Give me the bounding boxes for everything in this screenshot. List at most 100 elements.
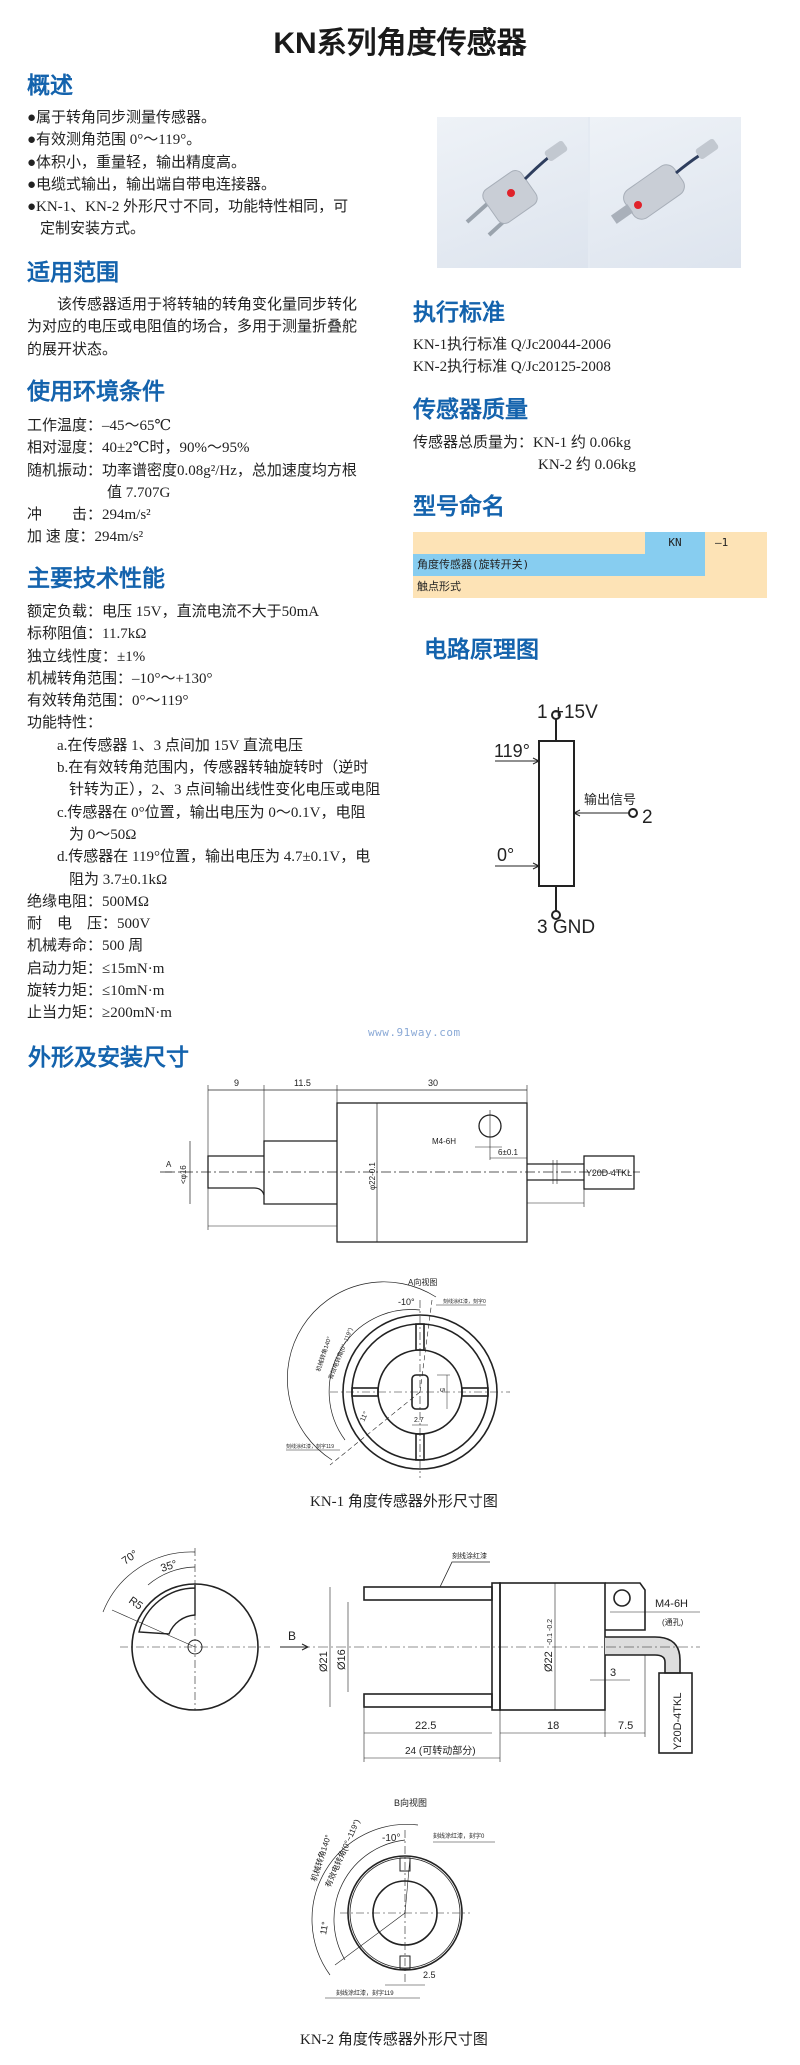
kn1-side-drawing (160, 1085, 640, 1243)
kn2-mark0: 刻线涂红漆，刻字0 (433, 1832, 485, 1840)
kn2-70deg: 70° (120, 1548, 141, 1567)
kn1-shaft-dia: <φ16 (179, 1165, 188, 1184)
overview-line: ●有效测角范围 0°～119°。 (27, 132, 202, 149)
kn2-d22: Ø22 (543, 1651, 555, 1672)
dimensions-heading: 外形及安装尺寸 (28, 1045, 189, 1070)
kn1-mark0: 刻线涂红漆，刻字0 (443, 1298, 486, 1305)
environment-line: 相对湿度：40±2℃时，90%～95% (27, 440, 250, 457)
environment-line: 工作温度：–45～65℃ (27, 418, 172, 434)
kn1-body-dia: φ22-0.1 (368, 1162, 377, 1190)
standard-heading: 执行标准 (413, 300, 505, 325)
kn1-mech-angle: 机械转角140° (314, 1335, 333, 1373)
dim-9: 9 (234, 1078, 239, 1088)
row-contact-form: 触点形式 (417, 580, 461, 593)
terminal-3 (551, 910, 561, 920)
mass-kn1: KN-1 约 0.06kg (533, 435, 631, 451)
kn1-slot-w: 2.7 (414, 1417, 424, 1424)
performance-line: 独立线性度：±1% (27, 648, 146, 665)
product-photo-kn2 (590, 117, 741, 268)
kn2-end-view (102, 1548, 270, 1711)
performance-heading: 主要技术性能 (27, 566, 165, 591)
naming-heading: 型号命名 (413, 494, 505, 519)
kn2-b-view (311, 1824, 495, 1999)
overview-line: 定制安装方式。 (40, 221, 146, 238)
kn2-r5: R5 (126, 1595, 144, 1613)
performance-line: 机械寿命：500 周 (27, 938, 144, 955)
performance-line: 为 0～50Ω (69, 826, 137, 843)
scope-heading: 适用范围 (27, 260, 119, 285)
kn2-dim-7-5: 7.5 (618, 1720, 633, 1732)
performance-line: 功能特性： (27, 715, 103, 732)
circuit-heading: 电路原理图 (424, 637, 539, 662)
kn2-dim-22-5: 22.5 (415, 1720, 436, 1732)
pin3-label: 3 GND (537, 917, 595, 938)
kn1-a-view (286, 1281, 510, 1478)
kn2-neg10-label: -10° (382, 1833, 400, 1844)
angle-max-label: 119° (494, 741, 530, 761)
performance-line: a.在传感器 1、3 点间加 15V 直流电压 (57, 737, 303, 754)
kn1-elec-angle: 有效电转角(0°~119°) (326, 1327, 354, 1381)
performance-line: 有效转角范围：0°～119° (27, 693, 189, 710)
output-signal-label: 输出信号 (584, 792, 636, 807)
performance-line: 额定负载：电压 15V，直流电流不大于50mA (27, 604, 320, 620)
overview-line: ●体积小，重量轻，输出精度高。 (27, 154, 247, 171)
kn1-mark119: 刻线涂红漆，刻字119 (286, 1443, 334, 1450)
kn1-caption: KN-1 角度传感器外形尺寸图 (310, 1494, 498, 1510)
performance-line: 针转为正），2、3 点间输出线性变化电压或电阻 (69, 782, 381, 799)
performance-line: 旋转力矩：≤10mN·m (27, 983, 165, 1000)
kn2-11deg: 11° (318, 1920, 330, 1935)
environment-line: 随机振动：功率谱密度0.08g²/Hz，总加速度均方根 (27, 462, 357, 479)
model-naming-table: KN –1 角度传感器(旋转开关) 触点形式 (413, 532, 767, 598)
mass-kn2: KN-2 约 0.06kg (538, 457, 636, 474)
dim-11-5: 11.5 (294, 1078, 311, 1088)
standard-line: KN-1执行标准 Q/Jc20044-2006 (413, 337, 611, 353)
kn2-mark119: 刻线涂红漆，刻字119 (336, 1989, 394, 1997)
performance-line: 标称阻值：11.7kΩ (27, 626, 147, 643)
kn2-elec-angle: 有效电转角(0°~119°) (323, 1817, 362, 1889)
pin2-label: 2 (642, 807, 653, 828)
page-title: KN系列角度传感器 (273, 27, 527, 60)
kn2-caption: KN-2 角度传感器外形尺寸图 (300, 2032, 488, 2048)
performance-line: c.传感器在 0°位置，输出电压为 0～0.1V，电阻 (57, 804, 366, 821)
code-suffix: –1 (715, 536, 729, 549)
kn2-dim-3: 3 (610, 1667, 616, 1679)
scope-line: 的展开状态。 (27, 341, 118, 358)
kn2-d21: Ø21 (318, 1651, 330, 1672)
resistor-body (538, 740, 575, 887)
circuit-diagram (495, 710, 638, 920)
kn2-dim-24: 24 (可转动部分) (405, 1744, 476, 1757)
product-photo-kn1 (437, 117, 588, 268)
kn1-neg10-label: -10° (398, 1297, 415, 1307)
overview-list: ●属于转角同步测量传感器。 ●有效测角范围 0°～119°。 ●体积小，重量轻，… (27, 107, 348, 241)
b-view-title: B向视图 (394, 1797, 427, 1808)
environment-heading: 使用环境条件 (27, 379, 165, 404)
kn2-slot-w: 2.5 (423, 1970, 436, 1980)
kn2-red-mark: 刻线涂红漆 (452, 1551, 487, 1560)
mass-block: 传感器总质量为：KN-1 约 0.06kg KN-2 约 0.06kg (413, 432, 636, 477)
mass-heading: 传感器质量 (413, 397, 528, 422)
environment-list: 工作温度：–45～65℃ 相对湿度：40±2℃时，90%～95% 随机振动：功率… (27, 415, 357, 549)
performance-list: 额定负载：电压 15V，直流电流不大于50mA 标称阻值：11.7kΩ 独立线性… (27, 601, 380, 1025)
scope-paragraph: 该传感器适用于将转轴的转角变化量同步转化 为对应的电压或电阻值的场合，多用于测量… (27, 294, 357, 361)
mass-label: 传感器总质量为： (413, 435, 534, 451)
kn1-offset-label: 6±0.1 (498, 1148, 519, 1157)
performance-line: d.传感器在 119°位置，输出电压为 4.7±0.1V，电 (57, 849, 371, 866)
kn2-connector-label: Y20D-4TKL (672, 1693, 684, 1750)
overview-heading: 概述 (27, 73, 73, 98)
performance-line: 机械转角范围：–10°～+130° (27, 670, 213, 687)
pin1-label: 1 +15V (537, 702, 598, 723)
terminal-2 (628, 808, 638, 818)
arrow-a-label: A (166, 1160, 172, 1169)
kn1-thread-label: M4-6H (432, 1137, 456, 1146)
product-photos (437, 117, 741, 268)
scope-line: 为对应的电压或电阻值的场合，多用于测量折叠舵 (27, 319, 358, 336)
performance-line: 止当力矩：≥200mN·m (27, 1005, 172, 1022)
kn1-slot-h: 5 (438, 1388, 445, 1392)
kn2-35deg: 35° (159, 1558, 179, 1575)
kn2-thread-label: M4-6H (655, 1598, 688, 1610)
kn2-d16: Ø16 (336, 1649, 348, 1670)
overview-line: ●KN-1、KN-2 外形尺寸不同，功能特性相同，可 (27, 199, 349, 216)
row-sensor-type: 角度传感器(旋转开关) (413, 554, 705, 576)
terminal-1 (551, 710, 561, 720)
performance-line: 阻为 3.7±0.1kΩ (69, 871, 168, 888)
